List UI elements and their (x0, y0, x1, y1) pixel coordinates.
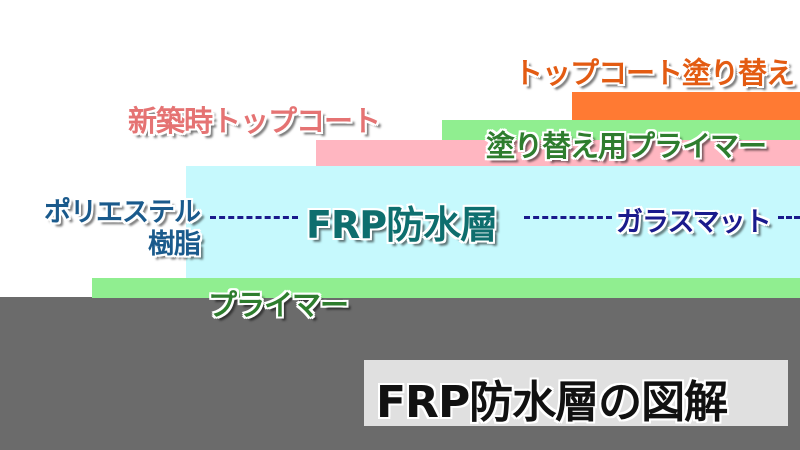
primer-label: プライマー (208, 288, 349, 322)
polyester-label-line1: ポリエステル (44, 197, 201, 228)
polyester-label-line2: 樹脂 (148, 229, 201, 260)
glass-mat-connector-line-right (778, 216, 800, 219)
diagram-caption: FRP防水層の図解 (376, 377, 728, 428)
topcoat-recoat-layer (572, 92, 800, 120)
glass-mat-label: ガラスマット (616, 207, 772, 238)
primer-layer (92, 278, 800, 298)
glass-mat-connector-line (524, 216, 612, 219)
caption-box: FRP防水層の図解 (364, 360, 788, 428)
recoat-primer-layer (442, 120, 800, 140)
frp-layer-label: FRP防水層 (306, 203, 498, 247)
polyester-connector-line (210, 216, 298, 219)
frp-layer (186, 166, 800, 278)
topcoat-new-label: 新築時トップコート (128, 104, 381, 138)
topcoat-recoat-label: トップコート塗り替え (514, 56, 795, 90)
recoat-primer-label: 塗り替え用プライマー (486, 129, 767, 163)
topcoat-new-layer (316, 140, 800, 166)
